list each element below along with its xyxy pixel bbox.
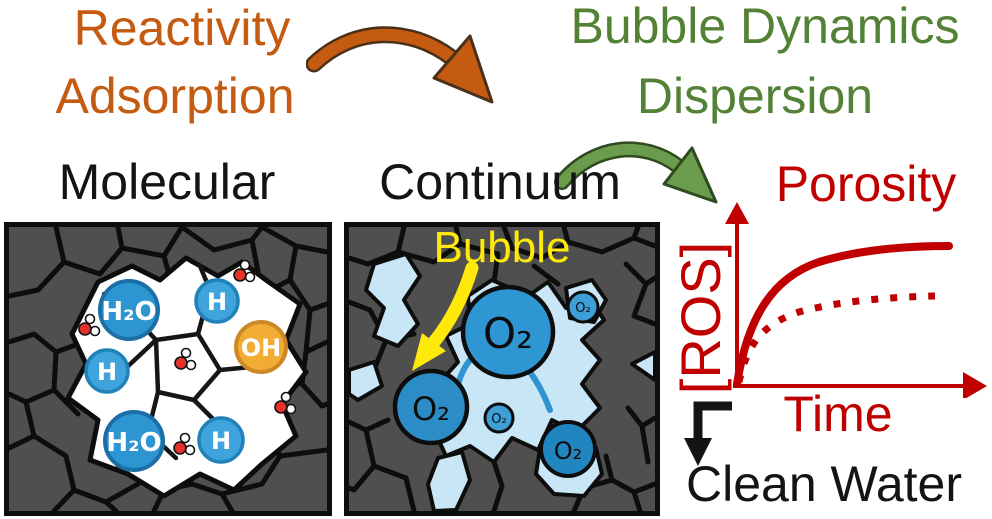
- svg-text:O₂: O₂: [483, 309, 533, 358]
- svg-text:H₂O: H₂O: [106, 428, 161, 458]
- molecular-title: Molecular: [58, 154, 276, 210]
- orange-curved-arrow-icon: [306, 26, 494, 104]
- adsorption-label: Adsorption: [55, 68, 295, 124]
- dotted-ros-curve: [735, 292, 936, 383]
- svg-text:H: H: [207, 288, 227, 316]
- svg-text:O₂: O₂: [554, 437, 583, 465]
- time-axis-label: Time: [783, 386, 893, 442]
- svg-text:H₂O: H₂O: [101, 297, 156, 327]
- svg-text:OH: OH: [241, 334, 282, 362]
- molecular-panel-art: H₂O H OH H H₂O H: [4, 222, 332, 516]
- svg-text:H: H: [97, 358, 117, 386]
- reactivity-label: Reactivity: [73, 0, 291, 56]
- solid-ros-curve: [733, 242, 953, 388]
- svg-text:O₂: O₂: [575, 301, 590, 316]
- bubble-dynamics-label: Bubble Dynamics: [570, 0, 960, 54]
- water-molecule-icon: [233, 259, 256, 283]
- dispersion-label: Dispersion: [636, 68, 874, 124]
- crack-network: [6, 224, 330, 514]
- molecular-panel: H₂O H OH H H₂O H: [4, 222, 332, 516]
- o2-bubble-small-topright: O₂: [566, 290, 600, 324]
- continuum-panel: O₂ O₂ O₂ O₂ O₂ Bubble: [344, 222, 660, 516]
- svg-text:O₂: O₂: [491, 412, 506, 427]
- svg-text:O₂: O₂: [412, 390, 450, 428]
- species-h2o-top: H₂O: [98, 279, 160, 341]
- y-axis-arrowhead-icon: [725, 202, 749, 224]
- ros-time-chart: [725, 202, 987, 398]
- svg-text:H: H: [211, 427, 231, 455]
- o2-bubble-bottomright: O₂: [539, 420, 597, 478]
- water-molecule-icon: [173, 432, 196, 456]
- species-oh: OH: [234, 320, 288, 374]
- clean-water-label: Clean Water: [685, 456, 963, 512]
- clean-water-elbow-arrow-icon: [684, 401, 732, 466]
- water-molecule-icon: [274, 391, 297, 415]
- continuum-panel-art: O₂ O₂ O₂ O₂ O₂ Bubble: [344, 222, 660, 516]
- species-h-topright: H: [194, 278, 240, 324]
- green-curved-arrow-icon: [554, 141, 718, 204]
- porosity-heading: Porosity: [775, 156, 957, 212]
- water-molecule-icon: [78, 313, 101, 337]
- species-h-bottomright: H: [197, 416, 245, 464]
- species-h2o-bottom: H₂O: [103, 410, 165, 472]
- bubble-label: Bubble: [433, 223, 570, 272]
- o2-bubble-large: O₂: [460, 284, 556, 380]
- continuum-title: Continuum: [379, 154, 621, 210]
- species-h-left: H: [84, 348, 130, 394]
- o2-bubble-left: O₂: [392, 368, 470, 446]
- x-axis-arrowhead-icon: [963, 372, 987, 398]
- yellow-bubble-arrow-icon: [412, 261, 479, 371]
- water-molecule-icon: [174, 347, 197, 371]
- o2-bubble-small-center: O₂: [483, 402, 515, 434]
